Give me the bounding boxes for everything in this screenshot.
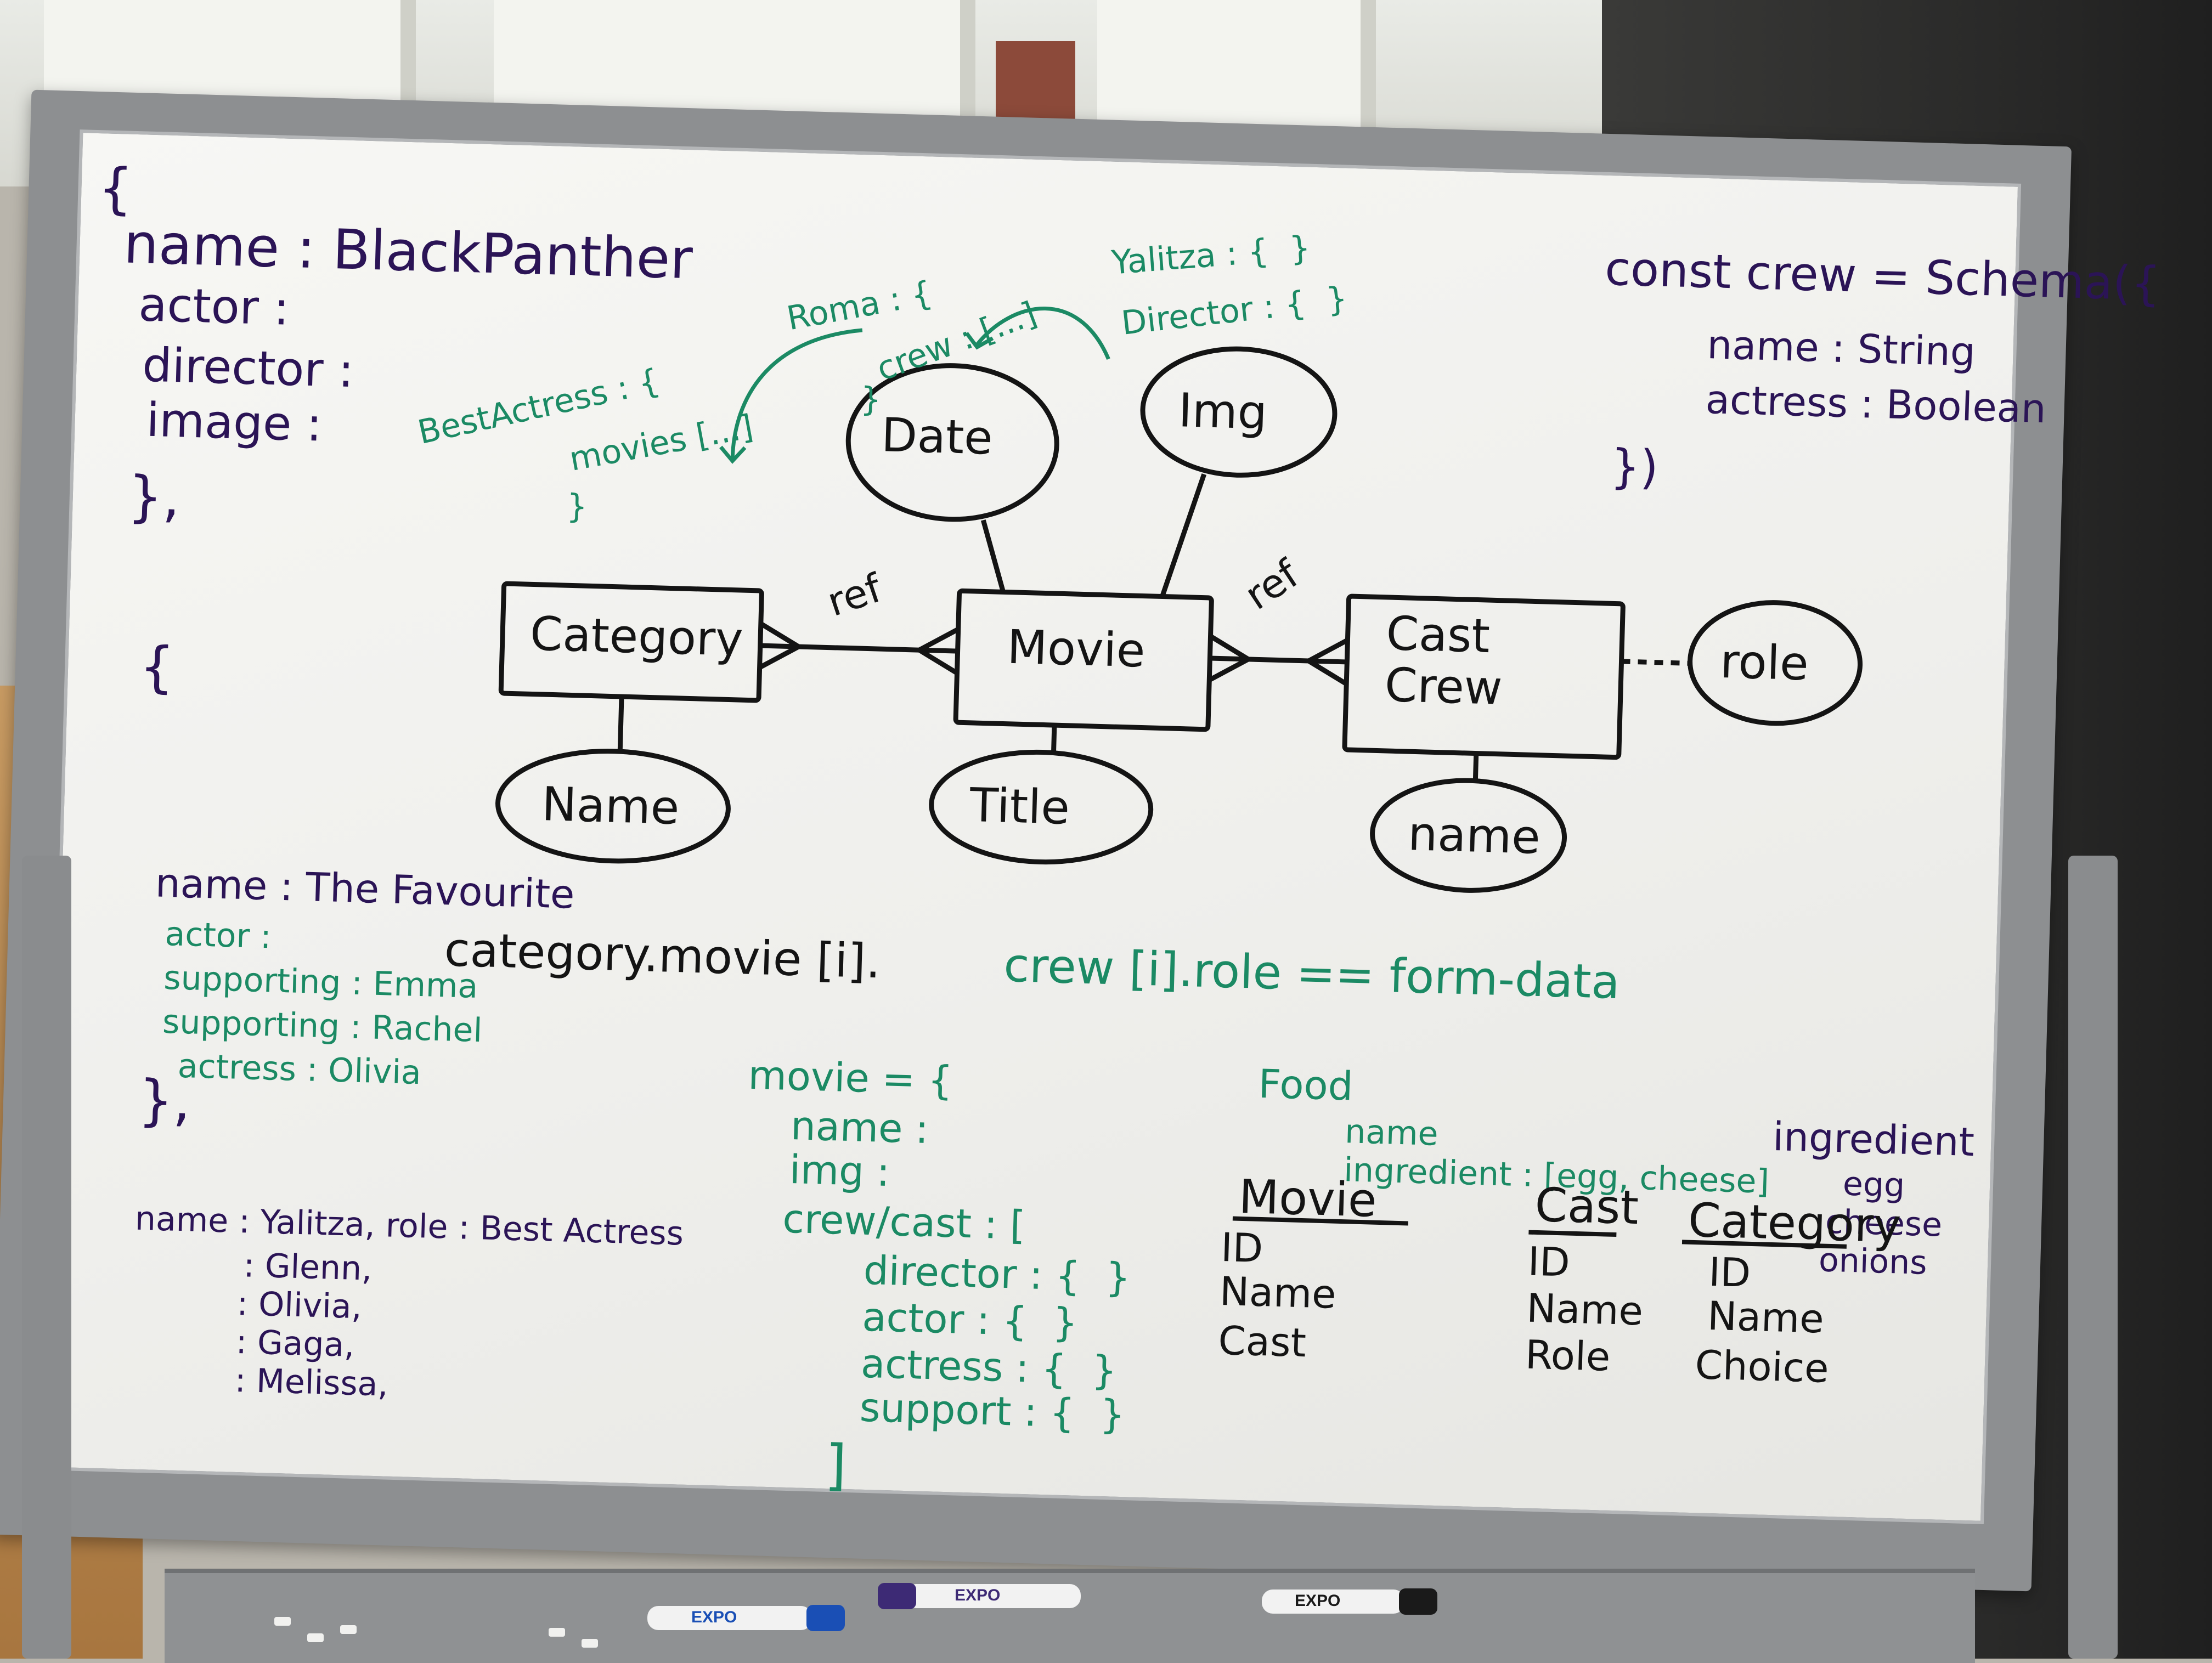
image-label: image : (145, 393, 323, 452)
favourite-close: }, (137, 1067, 192, 1134)
title-ellipse (929, 749, 1154, 865)
whiteboard-frame: { name : BlackPanther actor : director :… (0, 89, 2162, 1592)
table-movie-title: Movie (1238, 1169, 1378, 1228)
table-category-row: Choice (1694, 1342, 1830, 1392)
marker-cap (878, 1583, 916, 1609)
names-line5: : Melissa, (234, 1361, 389, 1404)
date-attribute: Date (881, 408, 994, 466)
open-brace-2: { (138, 634, 176, 700)
title-attribute: Title (969, 778, 1071, 835)
name-ellipse (495, 749, 731, 864)
movie-obj-l5: director : { } (862, 1247, 1131, 1301)
table-category-row: Name (1707, 1292, 1825, 1342)
movie-obj-l4: crew/cast : [ (782, 1195, 1026, 1248)
stand-leg-left (22, 856, 71, 1659)
category-entity: Category (529, 607, 744, 668)
table-movie-row: Name (1219, 1268, 1337, 1317)
cast-crew-box (1342, 593, 1626, 760)
table-movie-row: ID (1220, 1224, 1264, 1272)
cast-crew-entity: Cast Crew (1384, 606, 1503, 716)
marker-tray: EXPO EXPO EXPO (165, 1569, 1975, 1663)
movie-obj-l1: movie = { (747, 1051, 953, 1104)
names-line2: : Glenn, (242, 1246, 373, 1288)
movie-obj-l6: actor : { } (861, 1293, 1079, 1346)
eraser-crumb (582, 1639, 598, 1648)
eraser-crumb (274, 1617, 291, 1626)
marker-label: EXPO (1295, 1592, 1341, 1610)
name-attribute: Name (541, 777, 680, 836)
schema-line2: name : String (1706, 321, 1976, 375)
movie-obj-l2: name : (790, 1102, 929, 1152)
actress-olivia: actress : Olivia (177, 1047, 422, 1093)
names-line3: : Olivia, (236, 1284, 363, 1327)
movie-entity: Movie (1006, 620, 1146, 678)
role-attribute: role (1719, 634, 1809, 692)
close-brace: }, (127, 463, 181, 530)
food-title: Food (1257, 1060, 1354, 1110)
date-ellipse (845, 363, 1059, 522)
stand-leg-right (2068, 856, 2118, 1659)
marker-label: EXPO (955, 1586, 1001, 1604)
marker-cap (1399, 1588, 1437, 1615)
table-cast-row: ID (1527, 1238, 1571, 1286)
blue-marker[interactable]: EXPO (647, 1605, 845, 1631)
img-ellipse (1140, 346, 1338, 478)
names-line4: : Gaga, (235, 1322, 356, 1365)
eraser-crumb (340, 1625, 357, 1634)
img-attribute: Img (1177, 383, 1268, 440)
table-category-title: Category (1687, 1193, 1902, 1254)
movie-obj-l3: img : (788, 1146, 891, 1196)
movie-obj-l8: support : { } (859, 1384, 1126, 1438)
schema-line4: }) (1610, 439, 1660, 495)
name2-attribute: name (1407, 807, 1541, 865)
black-marker[interactable]: EXPO (1262, 1588, 1437, 1615)
eraser-crumb (307, 1633, 324, 1642)
movie-obj-l9: ] (824, 1432, 848, 1498)
ingredient-title: ingredient (1772, 1113, 1976, 1166)
crew-close: } (860, 380, 882, 420)
movie-box (953, 588, 1214, 732)
table-cast-row: Role (1525, 1331, 1611, 1380)
eraser-crumb (549, 1628, 565, 1637)
role-ellipse (1688, 600, 1863, 726)
table-category-row: ID (1708, 1248, 1752, 1296)
actor-label: actor : (138, 278, 290, 336)
director-label: director : (142, 338, 355, 399)
marker-cap (806, 1605, 845, 1631)
table-cast-row: Name (1526, 1285, 1644, 1334)
marker-label: EXPO (691, 1608, 737, 1626)
whiteboard-surface: { name : BlackPanther actor : director :… (42, 129, 2162, 1524)
food-name: name (1344, 1112, 1439, 1153)
actor-teal: actor : (164, 914, 272, 957)
best-actress-close: } (566, 487, 588, 527)
table-cast-title: Cast (1534, 1178, 1640, 1236)
er-diagram (495, 307, 1863, 1249)
schema-line3: actress : Boolean (1705, 376, 2047, 432)
purple-marker[interactable]: EXPO (878, 1583, 1081, 1609)
table-movie-row: Cast (1217, 1317, 1307, 1366)
name2-ellipse (1370, 778, 1567, 893)
